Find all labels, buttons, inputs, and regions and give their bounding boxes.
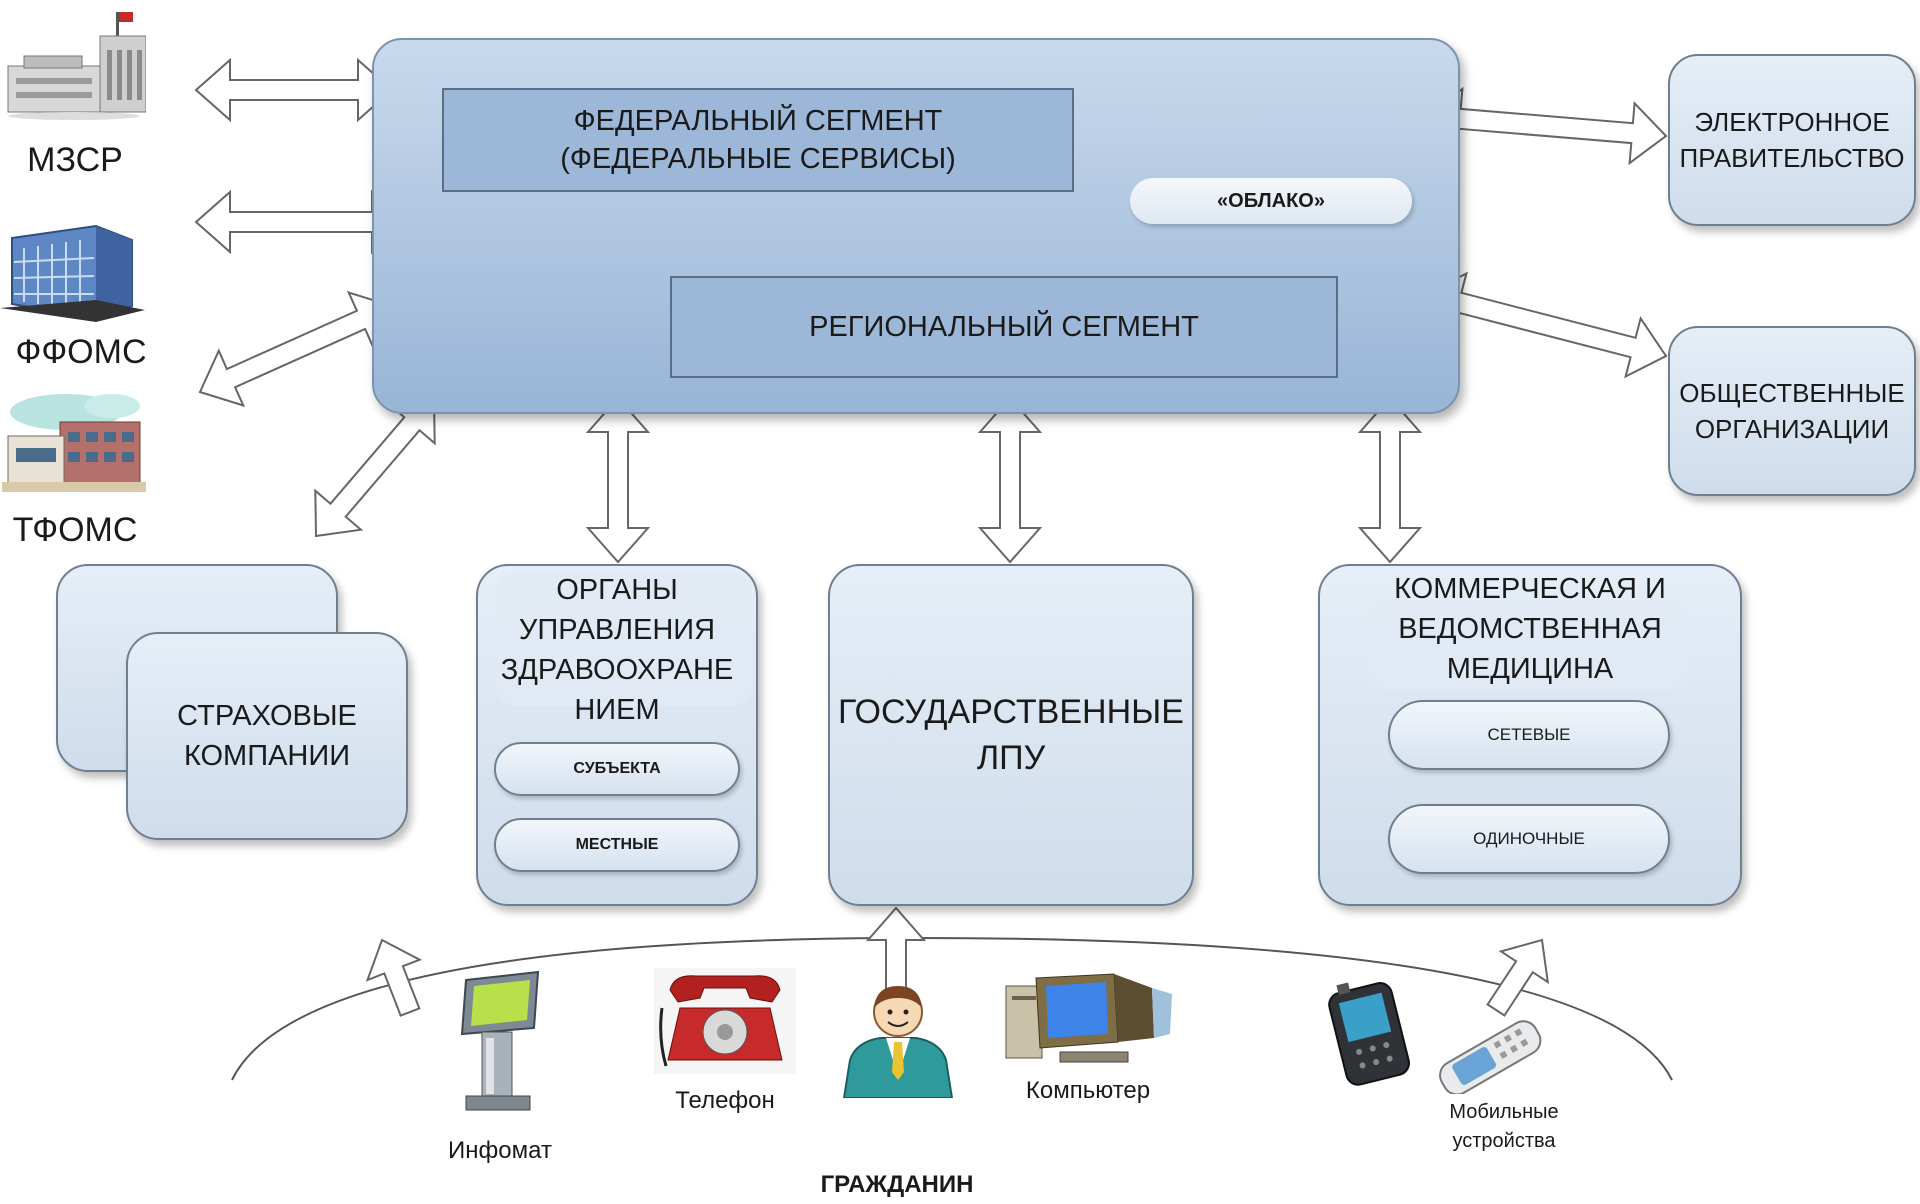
mzsr-building-icon [4, 8, 147, 120]
insurance-line1: СТРАХОВЫЕ [177, 700, 357, 732]
tfoms-label: ТФОМС [12, 511, 138, 549]
commercial-line2: ВЕДОМСТВЕННАЯ [1398, 613, 1662, 645]
computer-label: Компьютер [1025, 1077, 1151, 1104]
phone-label: Телефон [675, 1087, 775, 1114]
commercial-title-bg [1366, 600, 1688, 690]
citizen-label: ГРАЖДАНИН [820, 1171, 974, 1198]
mobile-label: Мобильные устройства [1404, 1096, 1604, 1158]
public-orgs-line2: ОРГАНИЗАЦИИ [1694, 414, 1890, 444]
arrow-lpu-cloud [977, 396, 1043, 564]
mzsr-label: МЗСР [27, 141, 123, 179]
computer-icon [1002, 972, 1172, 1068]
arrow-commercial-cloud [1357, 396, 1423, 564]
arrow-citizen-left [365, 938, 423, 1017]
ffoms-building-icon [0, 218, 145, 322]
federal-segment-line2: (ФЕДЕРАЛЬНЫЕ СЕРВИСЫ) [560, 143, 956, 175]
commercial-single-pill: ОДИНОЧНЫЕ [1388, 804, 1670, 874]
health-authorities-line1: ОРГАНЫ [556, 574, 678, 606]
regional-segment-label: РЕГИОНАЛЬНЫЙ СЕГМЕНТ [809, 311, 1199, 343]
health-subject-pill: СУБЪЕКТА [494, 742, 740, 796]
arrow-tfoms-cloud [198, 290, 394, 408]
arrow-mzsr-cloud [194, 57, 394, 123]
commercial-line1: КОММЕРЧЕСКАЯ И [1394, 573, 1666, 605]
health-authorities-line4: НИЕМ [574, 694, 660, 726]
health-authorities-line3: ЗДРАВООХРАНЕ [500, 654, 734, 686]
federal-segment-line1: ФЕДЕРАЛЬНЫЙ СЕГМЕНТ [573, 105, 943, 137]
public-orgs-line1: ОБЩЕСТВЕННЫЕ [1679, 378, 1905, 408]
ffoms-label: ФФОМС [15, 333, 147, 371]
e-government-line2: ПРАВИТЕЛЬСТВО [1679, 143, 1905, 173]
commercial-network-pill: СЕТЕВЫЕ [1388, 700, 1670, 770]
arrow-cloud-egov [1424, 86, 1668, 166]
tfoms-building-icon [2, 392, 146, 496]
federal-segment: ФЕДЕРАЛЬНЫЙ СЕГМЕНТ (ФЕДЕРАЛЬНЫЕ СЕРВИСЫ… [442, 88, 1074, 192]
health-authorities-line2: УПРАВЛЕНИЯ [518, 614, 716, 646]
arrow-citizen-right [1486, 938, 1550, 1017]
health-local-pill: МЕСТНЫЕ [494, 818, 740, 872]
health-authorities-title-bg [496, 572, 752, 706]
regional-segment: РЕГИОНАЛЬНЫЙ СЕГМЕНТ [670, 276, 1338, 378]
insurance-line2: КОМПАНИИ [183, 740, 351, 772]
commercial-line3: МЕДИЦИНА [1446, 653, 1614, 685]
arrow-cloud-public [1424, 271, 1668, 379]
citizen-icon [840, 976, 956, 1099]
arrow-health-cloud [585, 396, 651, 564]
arrow-insurance-cloud [314, 396, 436, 538]
insurance-box: СТРАХОВЫЕ КОМПАНИИ [126, 632, 408, 840]
state-lpu-line2: ЛПУ [976, 739, 1046, 777]
state-lpu-box: ГОСУДАРСТВЕННЫЕ ЛПУ [828, 564, 1194, 906]
mobile-label-line2: устройства [1452, 1130, 1556, 1152]
cloud-label: «ОБЛАКО» [1130, 178, 1412, 224]
commercial-title: КОММЕРЧЕСКАЯ И ВЕДОМСТВЕННАЯ МЕДИЦИНА [1318, 568, 1742, 690]
health-authorities-title: ОРГАНЫ УПРАВЛЕНИЯ ЗДРАВООХРАНЕ НИЕМ [476, 568, 758, 732]
state-lpu-line1: ГОСУДАРСТВЕННЫЕ [838, 693, 1184, 731]
mobile-label-line1: Мобильные [1449, 1101, 1559, 1123]
infomat-icon [452, 968, 544, 1118]
mobile-devices-icon [1318, 978, 1558, 1096]
public-orgs-box: ОБЩЕСТВЕННЫЕ ОРГАНИЗАЦИИ [1668, 326, 1916, 496]
e-government-box: ЭЛЕКТРОННОЕ ПРАВИТЕЛЬСТВО [1668, 54, 1916, 226]
phone-icon [654, 968, 796, 1074]
e-government-line1: ЭЛЕКТРОННОЕ [1694, 107, 1890, 137]
infomat-label: Инфомат [448, 1137, 552, 1164]
